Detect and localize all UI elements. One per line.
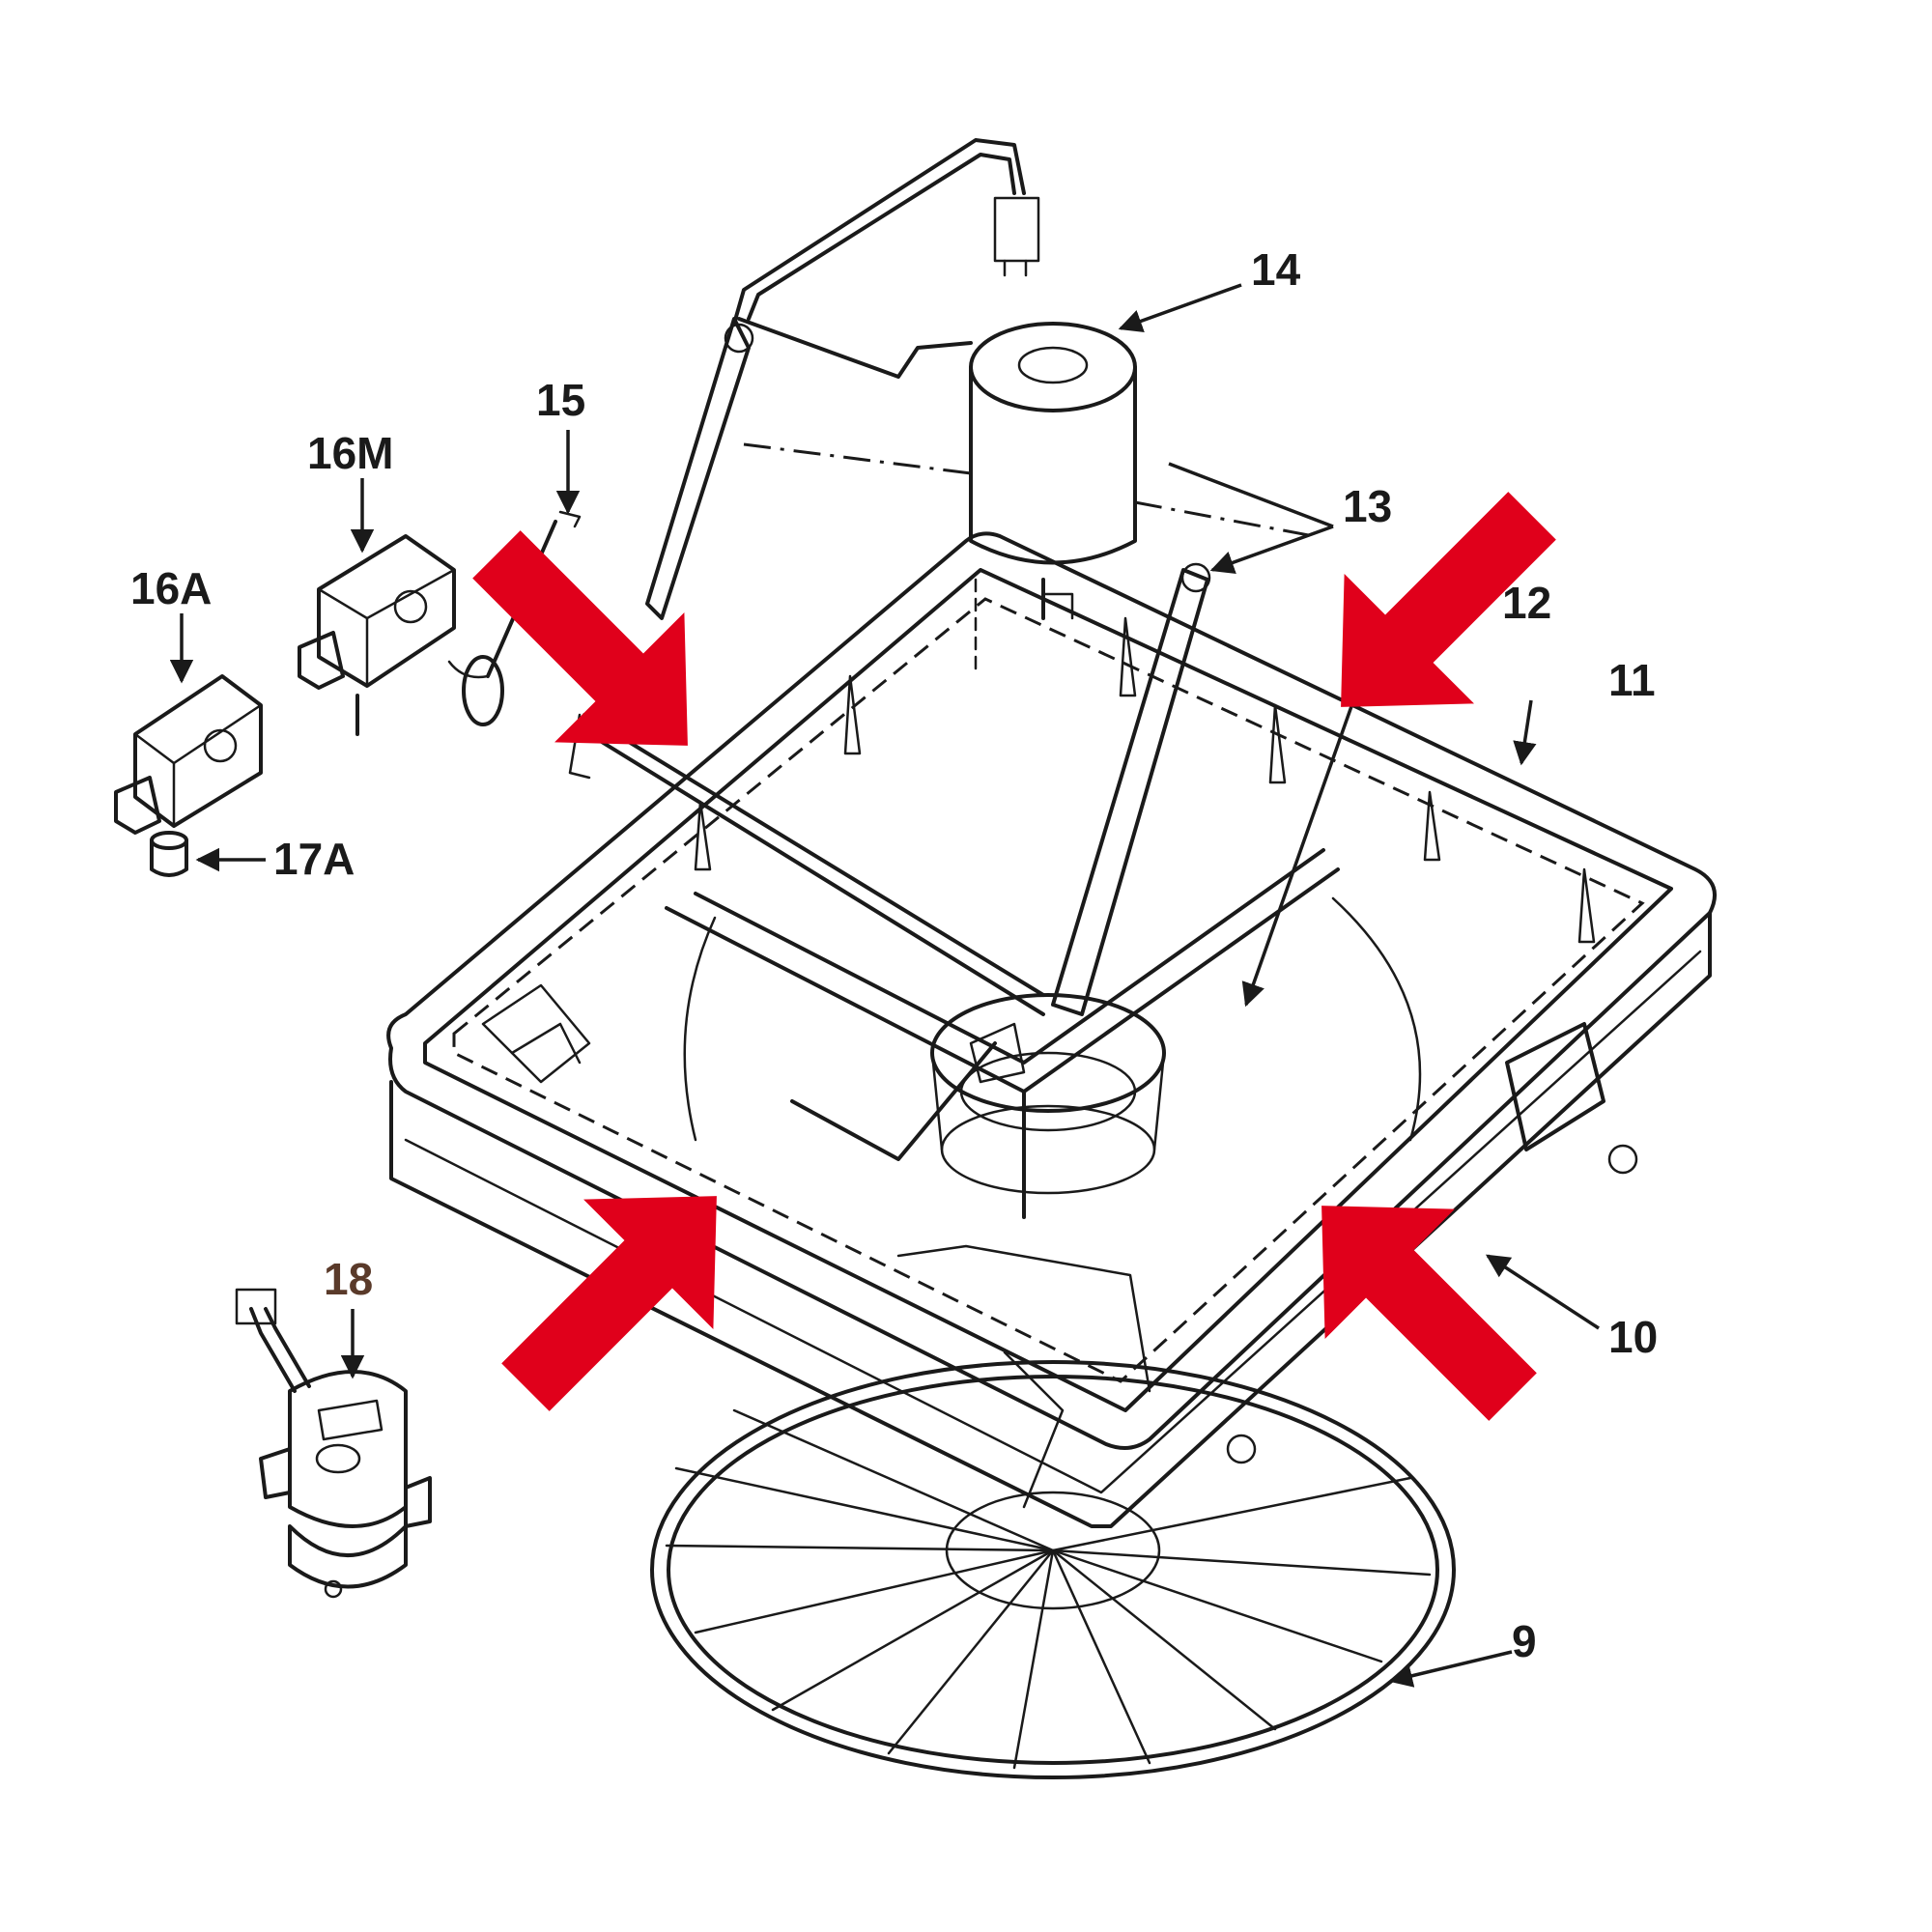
highlight-arrows xyxy=(472,492,1556,1421)
highlight-arrow-upper-right xyxy=(1341,492,1556,707)
label-part-9: 9 xyxy=(1512,1616,1537,1666)
highlight-arrow-lower-left xyxy=(501,1196,717,1411)
label-part-17a: 17A xyxy=(273,834,355,884)
label-part-12: 12 xyxy=(1502,578,1551,628)
part-labels: 14 15 16M 16A 17A 13 12 11 10 9 18 xyxy=(130,244,1658,1666)
label-part-10: 10 xyxy=(1608,1312,1658,1362)
part-16a-actuator xyxy=(114,674,263,835)
label-part-14: 14 xyxy=(1251,244,1301,295)
fan-blade-assembly xyxy=(650,1244,1456,1779)
label-part-16m: 16M xyxy=(307,428,393,478)
part-16m-actuator xyxy=(298,534,456,736)
label-part-16a: 16A xyxy=(130,563,212,613)
label-part-15: 15 xyxy=(536,375,585,425)
label-part-18: 18 xyxy=(324,1254,373,1304)
label-part-11: 11 xyxy=(1608,655,1656,705)
label-part-13: 13 xyxy=(1343,481,1392,531)
leader-lines xyxy=(169,283,1600,1688)
wire-harness xyxy=(732,138,1040,379)
highlight-arrow-upper-left xyxy=(472,530,688,746)
highlight-arrow-lower-right xyxy=(1321,1206,1537,1421)
part-17a-cap xyxy=(150,831,188,877)
motor-part-14 xyxy=(743,322,1315,678)
part-18-motor xyxy=(235,1288,432,1599)
arm-linkages xyxy=(568,317,1211,1016)
